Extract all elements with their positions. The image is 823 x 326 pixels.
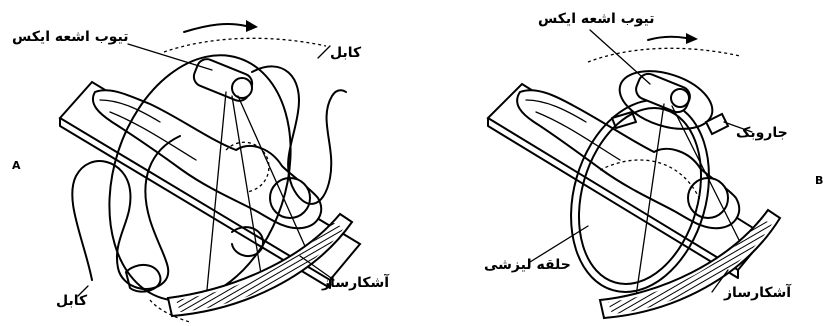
label-detector-b: آشکارساز	[724, 286, 791, 300]
label-cable-bottom-a: کابل	[56, 294, 87, 308]
panel-b-drawing	[488, 30, 780, 318]
panel-b-letter: B	[815, 175, 823, 186]
label-slip-ring-b: حلقه لیزشی	[484, 258, 571, 272]
label-brush-b: جاروبک	[736, 126, 788, 140]
panel-a-letter: A	[12, 160, 21, 171]
brush-b	[706, 114, 728, 134]
label-xray-tube-b: تیوب اشعه ایکس	[538, 12, 655, 26]
panel-a-drawing	[60, 20, 360, 324]
label-xray-tube-a: تیوب اشعه ایکس	[12, 30, 129, 44]
label-cable-top-a: کابل	[330, 46, 361, 60]
label-detector-a: آشکارساز	[322, 276, 389, 290]
